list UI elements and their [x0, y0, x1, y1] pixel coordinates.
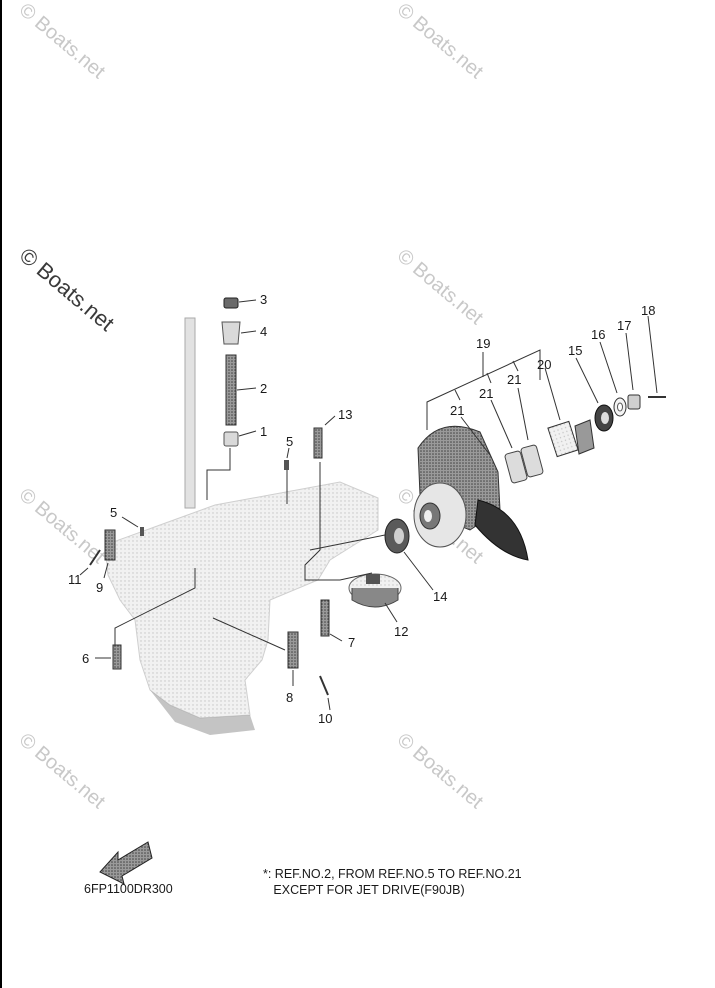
part-20-spline-washer	[547, 419, 595, 458]
part-7-bolt	[320, 599, 330, 637]
lower-case-housing	[104, 317, 379, 735]
callout-21-middle: 21	[479, 386, 493, 401]
callout-16: 16	[591, 327, 605, 342]
part-11-washer	[89, 549, 101, 566]
watermark-mid-left: © Boats.net	[15, 243, 119, 336]
callout-2: 2	[260, 381, 267, 396]
callout-18: 18	[641, 303, 655, 318]
part-14-thrust-washer	[384, 518, 410, 554]
callout-20: 20	[537, 357, 551, 372]
watermark-top-right: © Boats.net	[393, 0, 488, 83]
watermark-top-left: © Boats.net	[15, 0, 110, 83]
page-left-border	[0, 0, 2, 988]
footnote-line-1: *: REF.NO.2, FROM REF.NO.5 TO REF.NO.21	[263, 867, 522, 881]
footnote: *: REF.NO.2, FROM REF.NO.5 TO REF.NO.21 …	[263, 866, 522, 898]
part-2-tube	[225, 354, 237, 426]
callout-9: 9	[96, 580, 103, 595]
callout-8: 8	[286, 690, 293, 705]
callout-13: 13	[338, 407, 352, 422]
callout-1: 1	[260, 424, 267, 439]
front-direction-arrow-icon	[99, 841, 153, 885]
callout-5-left: 5	[110, 505, 117, 520]
callout-14: 14	[433, 589, 447, 604]
part-10-pin	[319, 675, 329, 696]
callout-7: 7	[348, 635, 355, 650]
callout-3: 3	[260, 292, 267, 307]
part-8-stud	[287, 631, 299, 669]
callout-10: 10	[318, 711, 332, 726]
part-9-stud	[104, 529, 116, 561]
diagram-code: 6FP1100DR300	[84, 882, 173, 896]
watermark-bottom-right: © Boats.net	[393, 729, 488, 813]
callout-21-right: 21	[507, 372, 521, 387]
part-15-washer	[594, 404, 614, 432]
part-4-seal	[221, 321, 241, 345]
leader-lines	[79, 299, 658, 711]
callout-12: 12	[394, 624, 408, 639]
callout-11: 11	[68, 572, 82, 587]
watermarks: © Boats.net © Boats.net © Boats.net © Bo…	[15, 0, 488, 813]
part-1-grommet	[223, 431, 239, 447]
watermark-mid-right: © Boats.net	[393, 245, 488, 329]
callout-4: 4	[260, 324, 267, 339]
callout-numbers: 3 4 2 1 5 13 5 9 11 6 7 8 10 12 14 21 21…	[68, 292, 655, 726]
part-6-bolt	[112, 644, 122, 670]
part-12-anode	[348, 573, 402, 608]
callout-15: 15	[568, 343, 582, 358]
part-5-pin-left	[140, 527, 144, 536]
callout-5-upper: 5	[286, 434, 293, 449]
callout-19: 19	[476, 336, 490, 351]
part-16-washer	[613, 397, 627, 417]
part-17-nut	[627, 394, 641, 410]
part-13-bolt	[313, 427, 323, 459]
part-5-pin-upper	[284, 460, 289, 470]
callout-21-left: 21	[450, 403, 464, 418]
footnote-line-2: EXCEPT FOR JET DRIVE(F90JB)	[263, 883, 465, 897]
watermark-bottom-left: © Boats.net	[15, 729, 110, 813]
propeller	[413, 425, 529, 561]
callout-17: 17	[617, 318, 631, 333]
callout-6: 6	[82, 651, 89, 666]
drive-shaft	[184, 317, 196, 509]
part-3-bushing	[223, 297, 239, 309]
part-21-spacers	[504, 444, 544, 484]
